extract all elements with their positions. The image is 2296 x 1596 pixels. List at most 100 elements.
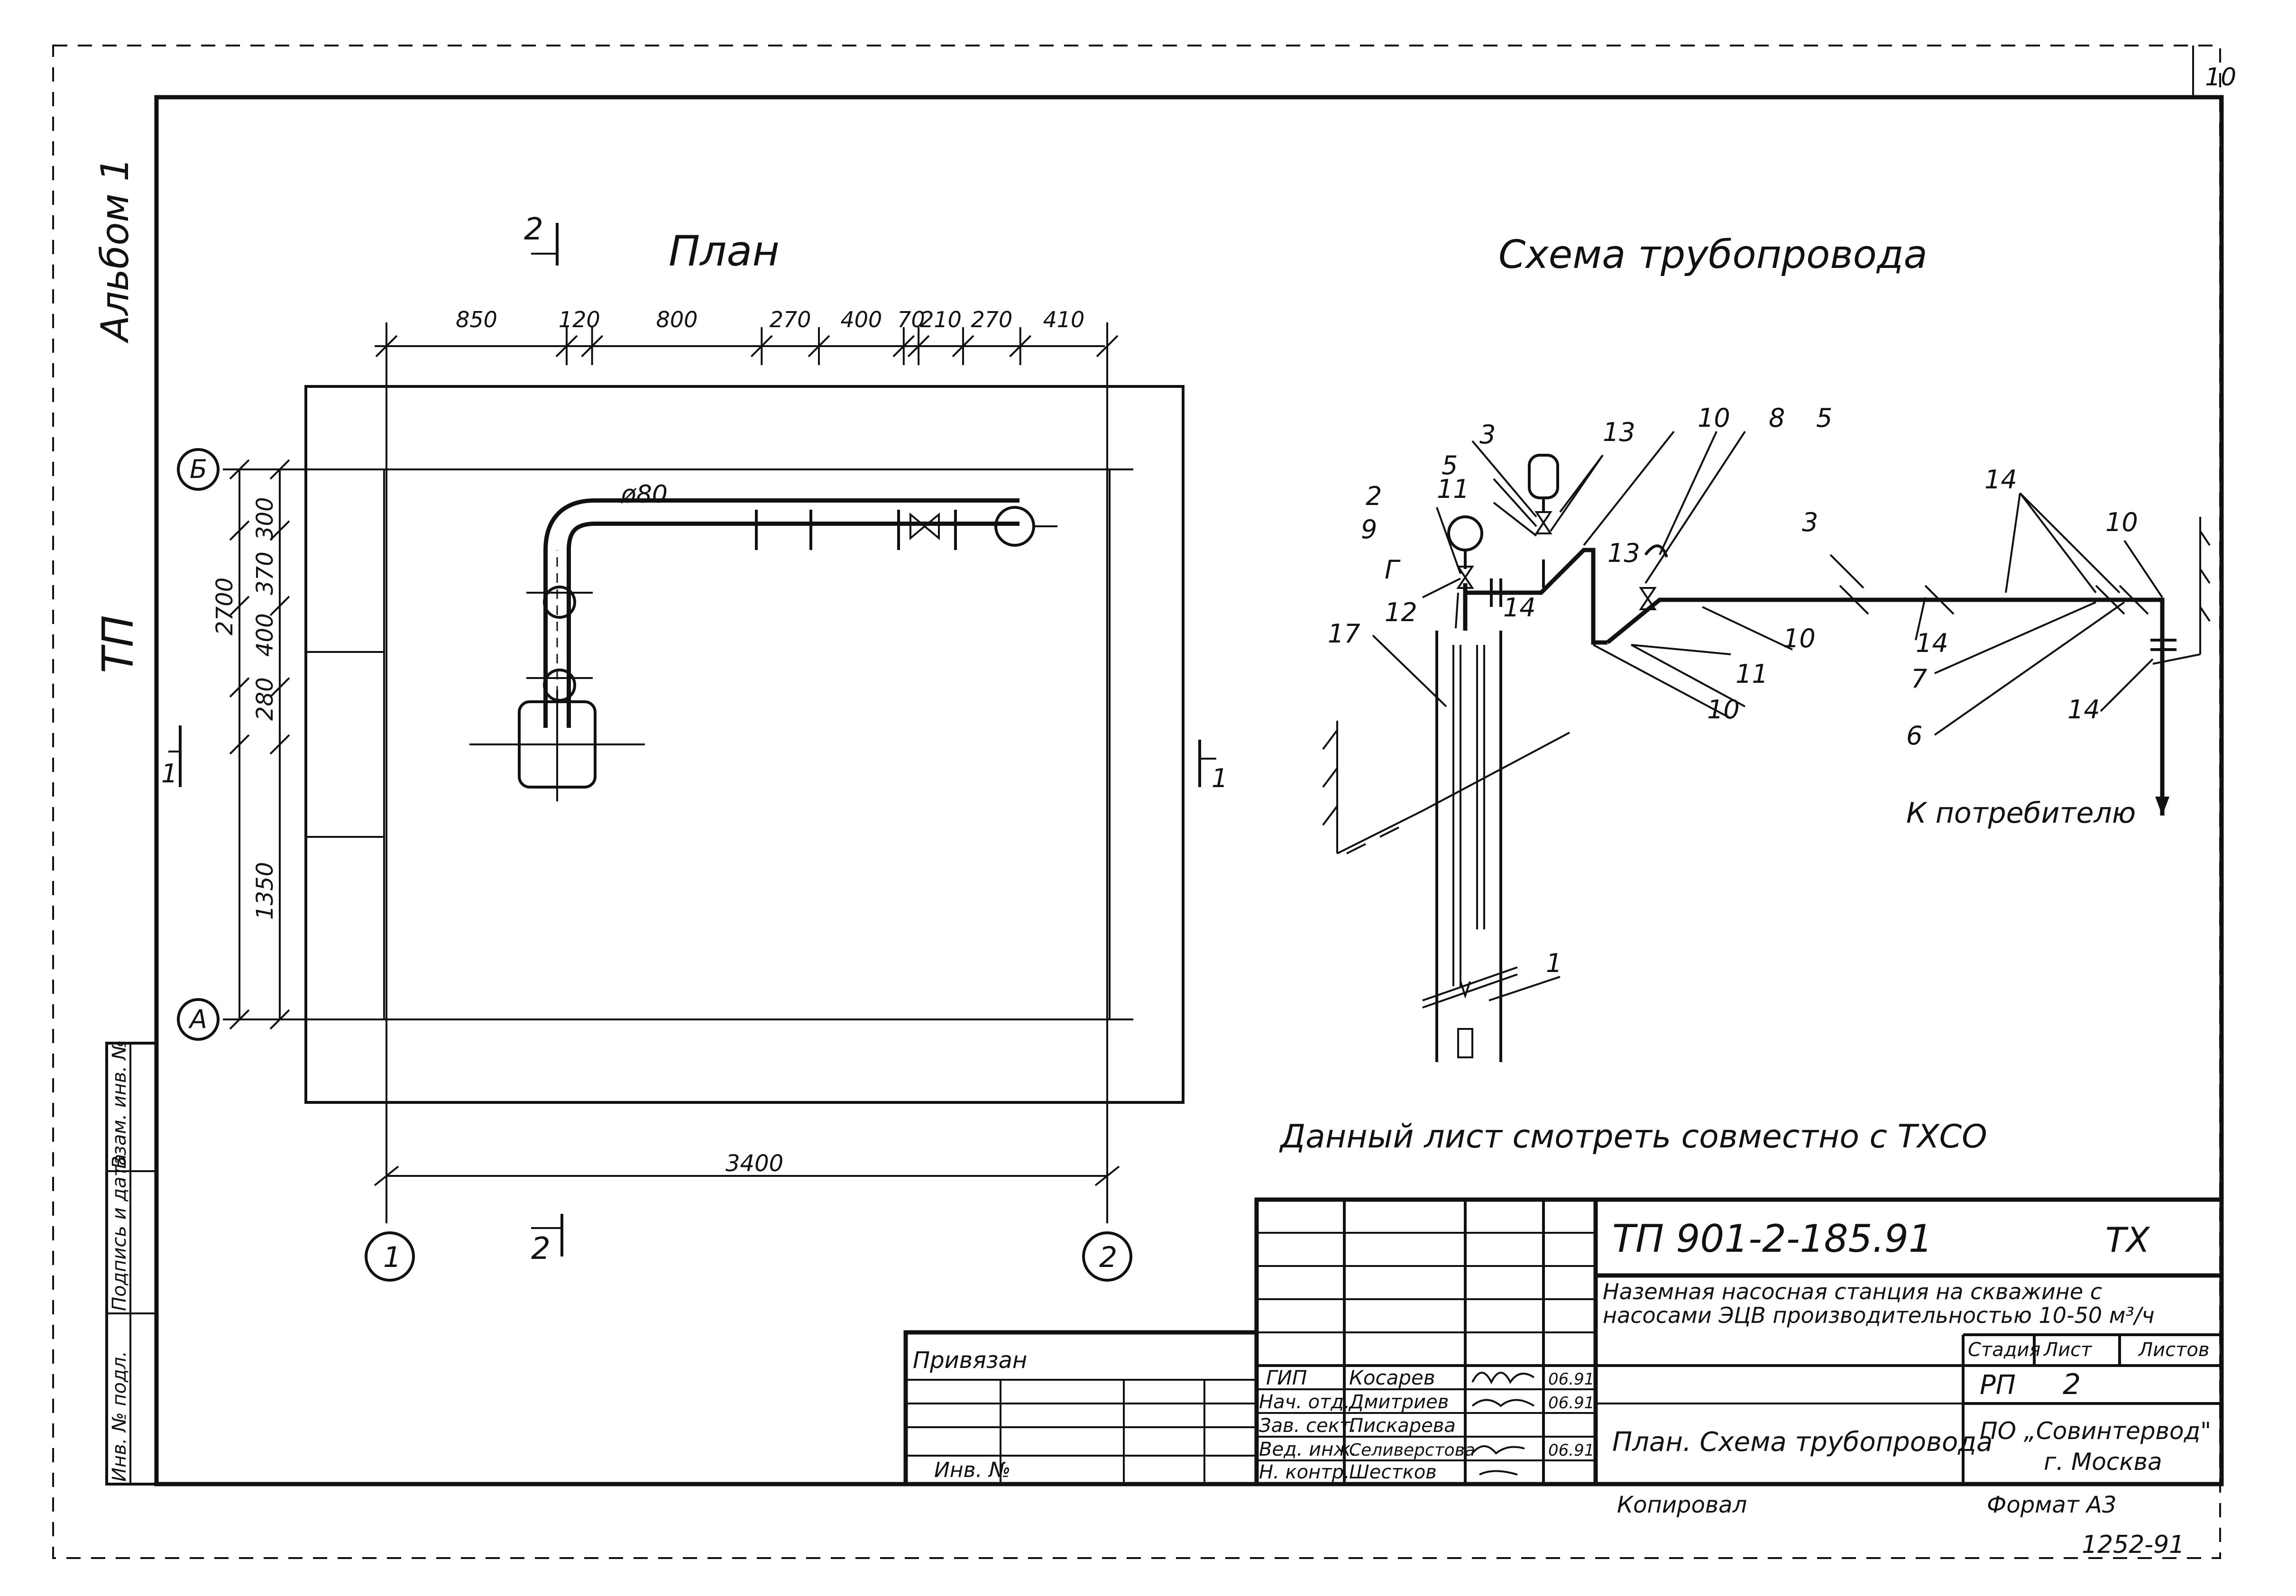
callout-6: 6 <box>1906 721 1922 751</box>
signer-role-0: ГИП <box>1266 1366 1307 1389</box>
left-dim-370: 370 <box>252 551 278 595</box>
axis-bubble-2: 2 <box>1082 1231 1132 1282</box>
stage-header: Стадия <box>1968 1339 2040 1361</box>
signer-date-0: 06.91 <box>1548 1370 1594 1389</box>
left-dim-tick <box>269 677 290 698</box>
callout-10a: 10 <box>1698 403 1730 433</box>
callout-5b: 5 <box>1816 403 1832 433</box>
left-dim-280: 280 <box>252 677 278 721</box>
stage-value: РП <box>1980 1370 2016 1401</box>
svg-text:1: 1 <box>1212 763 1228 793</box>
signer-name-1: Дмитриев <box>1348 1391 1449 1413</box>
svg-text:2: 2 <box>524 212 543 247</box>
sheet-number: 2 <box>2063 1368 2081 1401</box>
callout-14a: 14 <box>1503 593 1536 623</box>
callout-4: 3 <box>1479 420 1496 449</box>
doc-code: ТП 901-2-185.91 <box>1612 1217 1933 1261</box>
left-dim-tick <box>269 734 290 755</box>
plan-title: План <box>669 227 780 275</box>
description-line1: Наземная насосная станция на скважине с <box>1603 1279 2102 1304</box>
description-line2: насосами ЭЦВ производительностью 10-50 м… <box>1603 1302 2155 1328</box>
pipe-diameter: ø80 <box>621 480 668 509</box>
signer-role-3: Вед. инж. <box>1259 1439 1357 1460</box>
left-dim-tick <box>269 1009 290 1030</box>
side-label-inv-podl: Инв. № подл. <box>109 1351 130 1482</box>
bottom-right-note: 1252-91 <box>2082 1531 2185 1559</box>
callout-12: 12 <box>1385 597 1417 627</box>
format-label: Формат А3 <box>1987 1492 2116 1518</box>
left-dim-tick <box>229 734 250 755</box>
callout-5a: 5 <box>1442 450 1458 480</box>
svg-text:2: 2 <box>1099 1241 1117 1274</box>
callout-13b: 13 <box>1607 538 1640 568</box>
signer-role-1: Нач. отд. <box>1259 1391 1350 1413</box>
top-dim-label: 270 <box>971 307 1012 332</box>
well-casing <box>1422 631 1518 1062</box>
inv-label: Инв. № <box>934 1458 1010 1482</box>
scheme-title: Схема трубопровода <box>1498 232 1928 277</box>
bottom-dimension: 3400 <box>374 1150 1120 1186</box>
signer-name-4: Шестков <box>1349 1461 1437 1483</box>
side-stamp: Инв. № подл. Подпись и дата Взам. инв. № <box>105 1040 158 1486</box>
callout-11a: 11 <box>1437 474 1469 504</box>
doc-mark: ТХ <box>2105 1220 2150 1260</box>
callout-11b: 11 <box>1736 659 1768 689</box>
section-mark-top: 2 <box>524 212 559 266</box>
callout-leaders <box>1372 431 2163 1001</box>
callout-10c: 10 <box>1707 695 1740 725</box>
series-mark: ТП <box>93 615 143 673</box>
copied-label: Копировал <box>1617 1492 1747 1518</box>
bound-label: Привязан <box>913 1347 1027 1374</box>
callout-7: 7 <box>1911 664 1927 694</box>
section-mark-bottom: 2 <box>531 1214 563 1266</box>
left-dim-tick <box>229 459 250 480</box>
room-outline <box>305 468 1111 1020</box>
callout-14c: 14 <box>1984 465 2017 495</box>
sheet-header: Лист <box>2043 1339 2093 1361</box>
signer-date-1: 06.91 <box>1548 1394 1594 1413</box>
signer-name-3: Селиверстова <box>1349 1440 1475 1460</box>
signer-role-4: Н. контр. <box>1259 1461 1350 1483</box>
axis-bubble-b: Б <box>177 448 220 491</box>
svg-text:А: А <box>188 1004 207 1034</box>
top-dim-label: 270 <box>770 307 811 332</box>
top-dim-label: 800 <box>656 307 698 332</box>
left-dim-tick <box>229 1009 250 1030</box>
top-dim-label: 400 <box>841 307 882 332</box>
top-dim-label: 70 <box>897 307 925 332</box>
page-number: 10 <box>2205 63 2236 92</box>
left-dim-400: 400 <box>252 613 278 657</box>
signer-rows: ГИП Косарев 06.91 Нач. отд. Дмитриев 06.… <box>1259 1366 1594 1483</box>
left-dim-total: 2700 <box>211 578 238 635</box>
signer-name-2: Пискарева <box>1349 1415 1456 1437</box>
left-dim-300: 300 <box>252 497 278 541</box>
svg-text:1: 1 <box>383 1241 401 1274</box>
callout-g: Г <box>1385 555 1401 585</box>
top-dim-label: 850 <box>456 307 497 332</box>
callout-numbers: 3 5 11 2 9 Г 12 17 14 13 13 10 8 5 3 10 … <box>1328 403 2138 978</box>
top-dim-label: 210 <box>920 307 962 332</box>
svg-text:2: 2 <box>531 1231 551 1266</box>
signer-name-0: Косарев <box>1349 1366 1435 1389</box>
callout-10d: 10 <box>2105 507 2138 537</box>
callout-14b: 14 <box>1916 628 1948 658</box>
side-label-signature-date: Подпись и дата <box>109 1154 130 1311</box>
sheet-name: План. Схема трубопровода <box>1612 1427 1993 1458</box>
left-dim-tick <box>269 596 290 616</box>
callout-2: 2 <box>1366 481 1382 511</box>
scheme-note: Данный лист смотреть совместно с ТХСО <box>1279 1118 1987 1156</box>
callout-17: 17 <box>1328 619 1360 649</box>
left-dim-tick <box>269 459 290 480</box>
svg-text:1: 1 <box>161 759 177 789</box>
callout-10b: 10 <box>1783 624 1816 653</box>
consumer-label: К потребителю <box>1906 797 2136 830</box>
signer-role-2: Зав. сект. <box>1259 1415 1357 1437</box>
organization-line2: г. Москва <box>2044 1448 2162 1476</box>
bottom-dim-3400: 3400 <box>726 1150 783 1177</box>
left-dim-1350: 1350 <box>252 862 278 920</box>
left-dim-tick <box>269 520 290 541</box>
side-label-vzam-inv: Взам. инв. № <box>109 1040 130 1169</box>
